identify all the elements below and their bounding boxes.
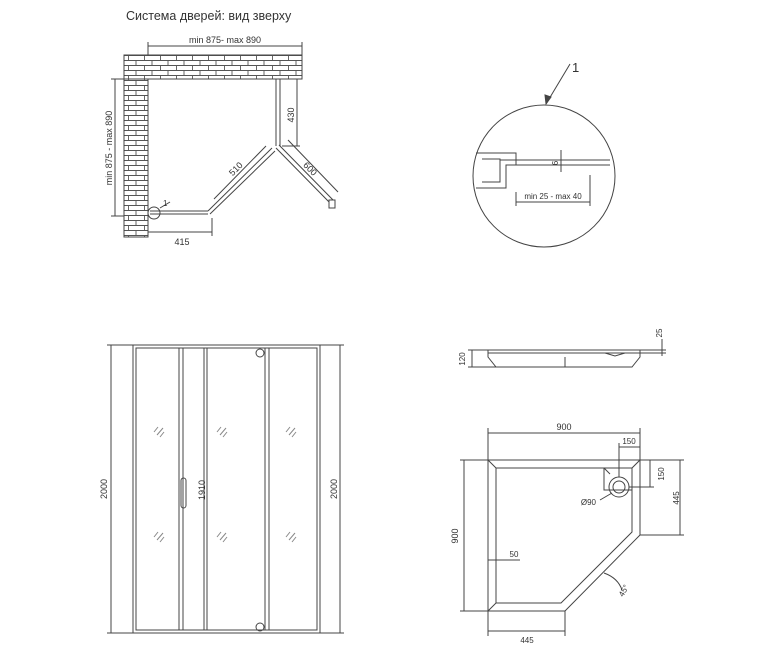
detail-range-label: min 25 - max 40: [524, 192, 582, 201]
door-height-label: 1910: [197, 480, 207, 500]
depth-range-label: min 875 - max 890: [104, 111, 114, 186]
drain-diameter-label: Ø90: [581, 498, 597, 507]
detail-callout: 1: [572, 60, 579, 75]
dim-415-label: 415: [174, 237, 189, 247]
front-height-left-label: 2000: [99, 479, 109, 499]
drain-offset-x-label: 150: [622, 437, 636, 446]
tray-rim-width-label: 50: [510, 550, 519, 559]
tray-rim-label: 25: [655, 328, 664, 337]
detail-gap-label: 6: [551, 160, 560, 165]
tray-depth-label: 900: [450, 528, 460, 543]
tray-side-bottom-label: 445: [520, 636, 534, 645]
front-height-right-label: 2000: [329, 479, 339, 499]
top-view-title: Система дверей: вид зверху: [126, 9, 292, 23]
top-view-callout: 1: [163, 199, 168, 208]
drain-offset-y-label: 150: [657, 467, 666, 481]
dim-600-label: 600: [301, 160, 319, 178]
profile-detail: [472, 63, 616, 248]
tray-side-view: [468, 339, 666, 368]
tray-width-label: 900: [556, 422, 571, 432]
dim-510-label: 510: [227, 160, 245, 178]
tray-angle-label: 45°: [617, 583, 631, 598]
tray-side-right-label: 445: [672, 491, 681, 505]
width-range-label: min 875- max 890: [189, 35, 261, 45]
front-view: [107, 344, 344, 634]
tray-plan: [460, 428, 684, 636]
left-wall: [123, 78, 149, 238]
detail-marker: [147, 206, 161, 220]
dim-430-label: 430: [286, 107, 296, 122]
top-view-plan: [111, 42, 339, 238]
tray-height-label: 120: [458, 352, 467, 366]
back-wall: [123, 54, 303, 80]
